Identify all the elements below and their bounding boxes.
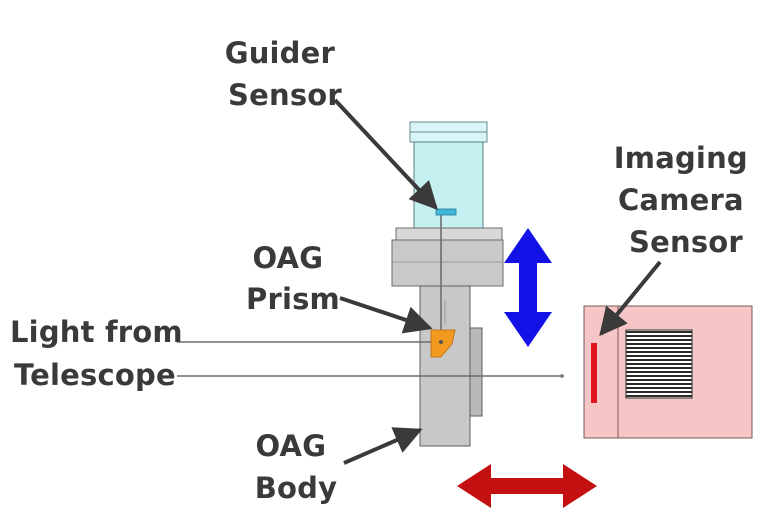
guider-camera	[409, 121, 488, 229]
imaging-sensor-label-line1: Imaging	[614, 141, 748, 175]
horizontal-double-arrow-icon	[457, 464, 597, 508]
heatsink-fin	[626, 335, 692, 337]
oag-body-label-line1: OAG	[255, 429, 326, 463]
heatsink-fin	[626, 387, 692, 389]
guider-sensor	[435, 208, 457, 216]
light-label-line1: Light from	[10, 315, 183, 349]
camera-heatsink	[625, 329, 693, 399]
heatsink-fin	[626, 359, 692, 361]
light-paths	[177, 215, 564, 378]
heatsink-fin	[626, 379, 692, 381]
heatsink-fin	[626, 383, 692, 385]
oag-body	[419, 285, 483, 447]
imaging-sensor-label-line3: Sensor	[629, 225, 743, 259]
heatsink-fin	[626, 347, 692, 349]
guider-sensor-label-line1: Guider	[225, 36, 336, 70]
guider-sensor-label-line2: Sensor	[228, 78, 342, 112]
heatsink-fin	[626, 363, 692, 365]
heatsink-fin	[626, 375, 692, 377]
oag-prism-label: OAG Prism	[246, 241, 340, 316]
pointer-lines	[333, 98, 662, 465]
imaging-sensor-pointer	[599, 260, 662, 337]
oag-prism-label-line2: Prism	[246, 282, 340, 316]
heatsink-fin	[626, 395, 692, 397]
oag-prism-pointer	[339, 296, 433, 334]
oag-body-pointer	[343, 427, 423, 465]
light-label: Light from Telescope	[10, 315, 193, 392]
oag-adapter-ring	[391, 227, 504, 287]
imaging-sensor-label-line2: Camera	[618, 183, 744, 217]
heatsink-fin	[626, 391, 692, 393]
guider-sensor-label: Guider Sensor	[225, 36, 346, 112]
heatsink-fin	[626, 343, 692, 345]
oag-body-label-line2: Body	[255, 471, 338, 505]
oag-prism	[430, 329, 456, 358]
vertical-double-arrow-icon	[504, 228, 552, 347]
imaging-sensor	[591, 343, 597, 403]
heatsink-fin	[626, 367, 692, 369]
heatsink-fin	[626, 371, 692, 373]
heatsink-fin	[626, 331, 692, 333]
guider-sensor-pointer	[333, 98, 438, 211]
heatsink-fin	[626, 351, 692, 353]
heatsink-fin	[626, 339, 692, 341]
heatsink-fin	[626, 355, 692, 357]
imaging-sensor-label: Imaging Camera Sensor	[614, 141, 758, 259]
light-label-line2: Telescope	[14, 358, 176, 392]
oag-prism-label-line1: OAG	[252, 241, 323, 275]
oag-body-label: OAG Body	[255, 429, 338, 505]
